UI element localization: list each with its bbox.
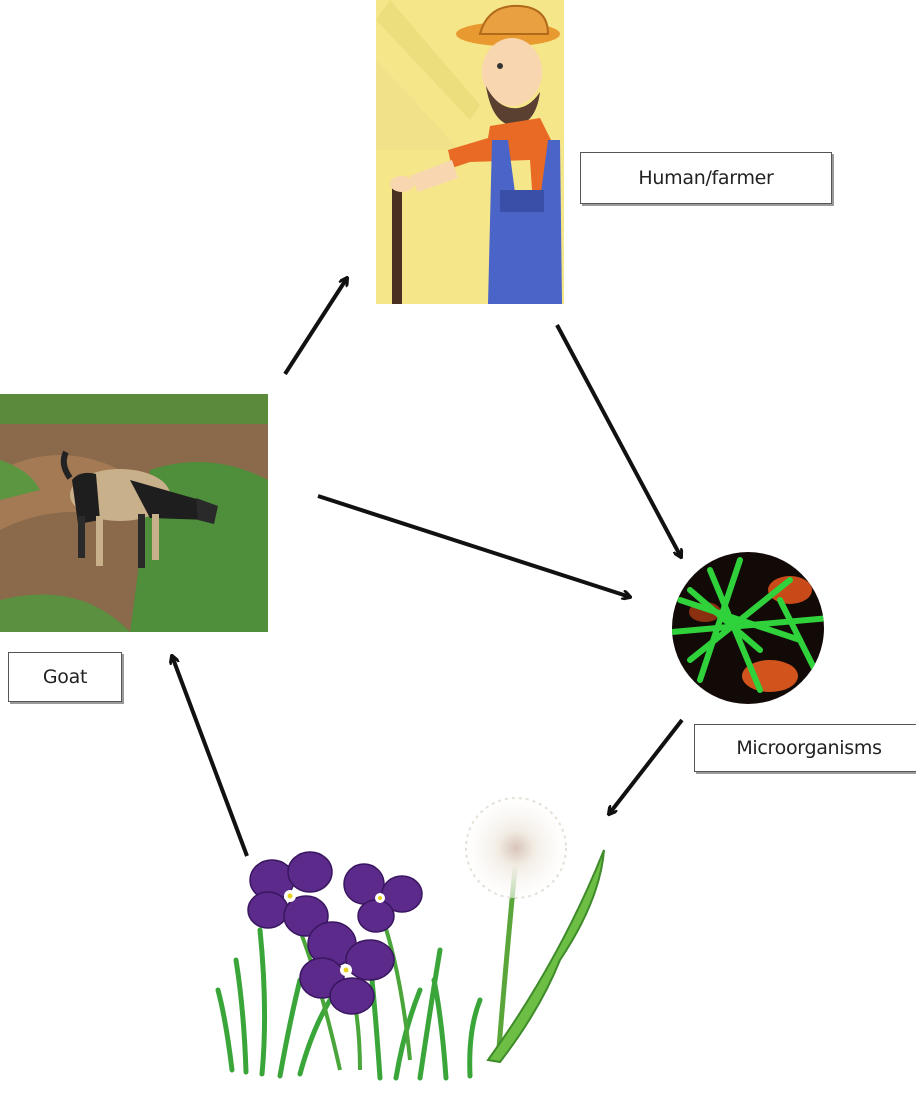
arrow-plants-to-goat [172, 656, 249, 857]
arrow-goat-to-microorganisms [317, 494, 630, 597]
goat-photo-icon [0, 394, 268, 632]
microorganisms-micrograph-icon [672, 552, 824, 704]
arrow-goat-to-farmer [283, 278, 347, 376]
cycle-arrows [172, 278, 684, 857]
farmer-label: Human/farmer [580, 152, 832, 204]
plants-flowers-icon [215, 797, 605, 1081]
arrow-microorganisms-to-plants [609, 718, 684, 814]
microorganisms-label: Microorganisms [694, 724, 916, 772]
farmer-illustration-icon [376, 0, 564, 304]
goat-label: Goat [8, 652, 122, 702]
arrow-farmer-to-microorganisms [555, 324, 681, 557]
